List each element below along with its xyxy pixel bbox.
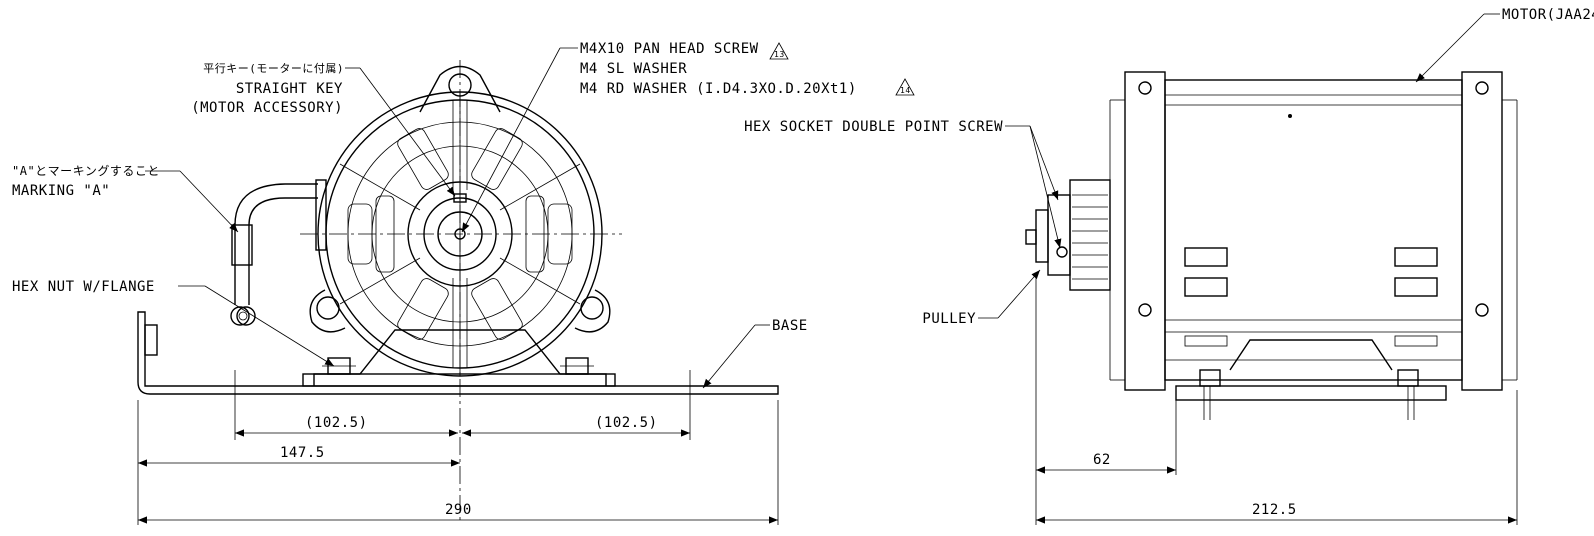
revision-marker-washer: 14 [895,78,915,96]
side-extension-lines [1035,278,1518,525]
marking-label: MARKING "A" [12,183,110,199]
front-leaders [145,47,770,389]
marking-jp-label: "A"とマーキングすること [12,164,160,178]
motor-feet [302,329,616,387]
screw-label: M4X10 PAN HEAD SCREW [580,41,759,57]
motor-accessory-label: (MOTOR ACCESSORY) [191,100,343,116]
dim-left-half-2: (102.5) [595,415,658,431]
ground-cable [230,183,318,326]
motor-label: MOTOR(JAA24354AAS001) [1502,7,1594,23]
pulley-label: PULLEY [922,311,976,327]
svg-text:14: 14 [900,86,911,95]
front-dimensions [138,429,778,524]
side-dimensions [1036,466,1517,524]
dim-left-total: 290 [445,502,472,518]
svg-text:13: 13 [774,50,785,59]
straight-key-jp-label: 平行キー(モーターに付属) [203,62,344,75]
sl-washer-label: M4 SL WASHER [580,61,687,77]
motor-housing-front [300,60,622,520]
base-label: BASE [772,318,808,334]
dim-left-center: 147.5 [280,445,325,461]
rd-washer-label: M4 RD WASHER (I.D4.3XO.D.20Xt1) [580,81,857,97]
hex-nut-label: HEX NUT W/FLANGE [12,279,155,295]
motor-body-side [1109,71,1518,391]
base-plate-front [137,311,779,395]
side-view: 62 212.5 MOTOR(JAA24354AAS001) HEX SOCKE… [744,7,1594,525]
dim-left-half-1: (102.5) [305,415,368,431]
hex-socket-label: HEX SOCKET DOUBLE POINT SCREW [744,119,1003,135]
front-view: (102.5) (102.5) 147.5 290 13 14 M4X10 PA [12,41,915,525]
straight-key-label: STRAIGHT KEY [236,81,343,97]
dim-right-total: 212.5 [1252,502,1297,518]
dim-right-offset: 62 [1093,452,1111,468]
side-leaders [978,13,1500,319]
base-plate-side [1175,339,1447,420]
revision-marker-screw: 13 [769,42,789,60]
pulley-side [1025,179,1111,291]
